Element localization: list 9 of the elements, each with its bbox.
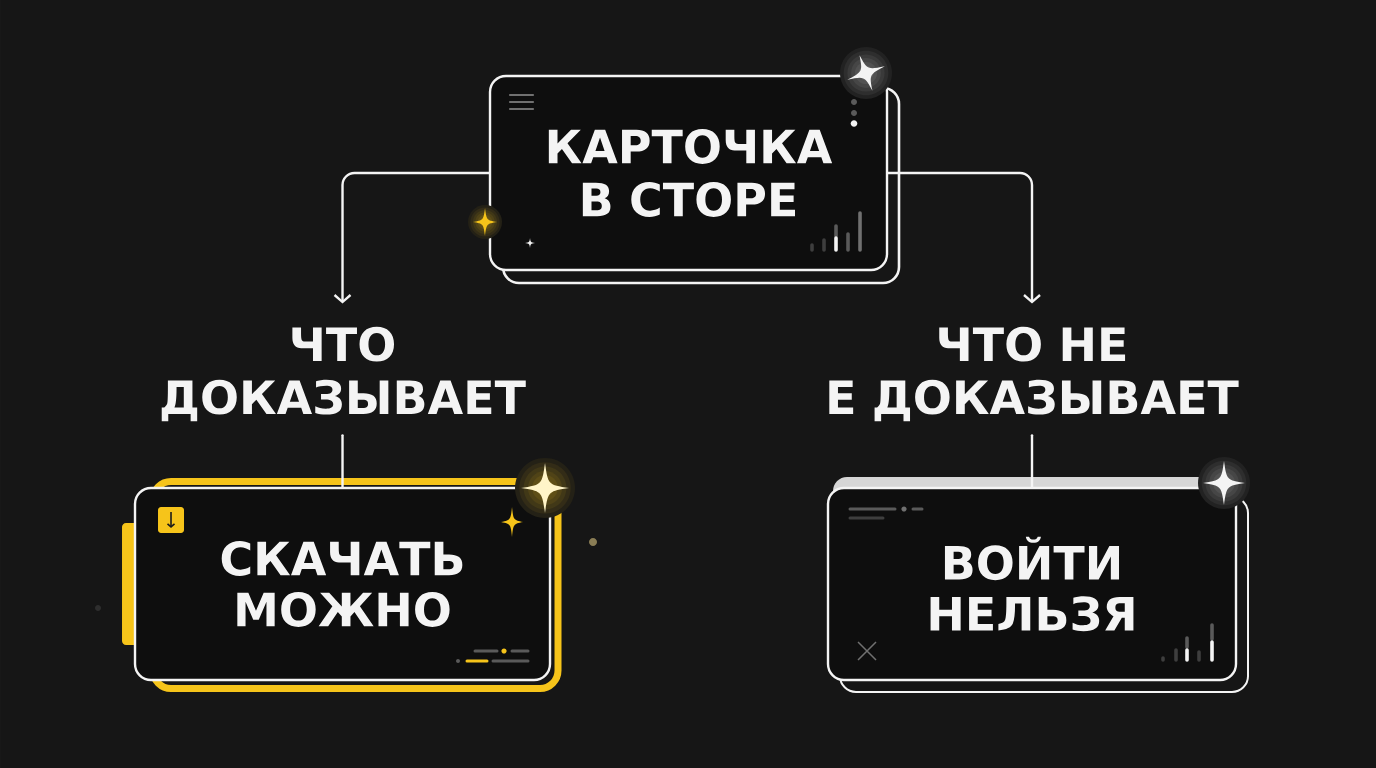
card: ВОЙТИ НЕЛЬЗЯ [826,486,1238,682]
arrow [887,171,1041,304]
connector-line [341,434,344,488]
arrow [333,171,490,304]
card: КАРТОЧКА В СТОРЕ [488,74,889,272]
card: СКАЧАТЬ МОЖНО [133,486,552,682]
heading-text: ЧТО ДОКАЗЫВАЕТ [161,326,526,422]
connector-line [1030,434,1034,488]
heading-text: ЧТО НЕ Е ДОКАЗЫВАЕТ [829,326,1239,422]
